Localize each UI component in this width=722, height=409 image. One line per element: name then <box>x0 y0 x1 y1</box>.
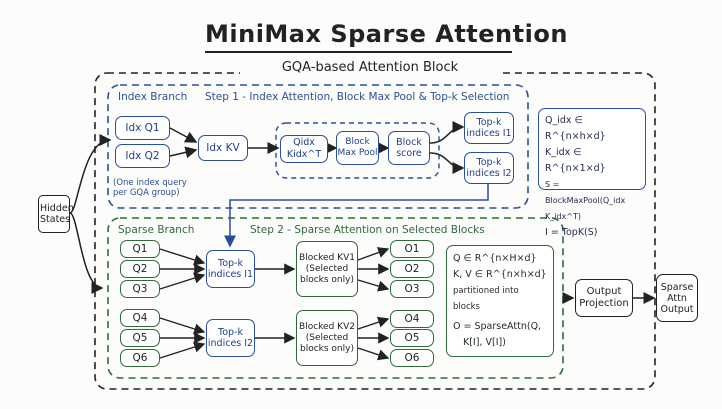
output-label: O3 <box>404 283 420 295</box>
sparse-topk1-box: Top-k indices I1 <box>206 250 255 288</box>
sparse-topk2-label: Top-k indices I2 <box>207 327 254 349</box>
output-box-o6: O6 <box>390 349 434 367</box>
blocked-kv2-box: Blocked KV2 (Selected blocks only) <box>296 310 358 366</box>
idx-q1-label: Idx Q1 <box>125 122 160 134</box>
index-topk1-label: Top-k indices I1 <box>466 117 512 139</box>
idx-q1-box: Idx Q1 <box>115 116 170 140</box>
sparse-math-line: Q ∈ R^{n×H×d} <box>453 253 537 264</box>
query-label: Q5 <box>132 332 148 344</box>
index-math-line: S = BlockMaxPool(Q_idx K_idx^T) <box>545 180 626 221</box>
query-label: Q4 <box>132 312 148 324</box>
hidden-states-box: Hidden States <box>38 195 74 233</box>
output-box-o3: O3 <box>390 280 434 298</box>
blocked-kv2-label: Blocked KV2 (Selected blocks only) <box>299 321 355 354</box>
query-box-q1: Q1 <box>120 240 160 258</box>
step2-label: Step 2 - Sparse Attention on Selected Bl… <box>250 224 485 236</box>
qk-product-label: Qidx Kidx^T <box>286 137 322 160</box>
output-label: O1 <box>404 243 420 255</box>
qk-product-box: Qidx Kidx^T <box>280 135 328 163</box>
query-label: Q1 <box>132 243 148 255</box>
block-score-label: Block score <box>396 137 422 159</box>
index-topk1-box: Top-k indices I1 <box>464 112 514 144</box>
output-box-o1: O1 <box>390 240 434 258</box>
idx-q2-box: Idx Q2 <box>115 144 170 168</box>
query-label: Q6 <box>132 352 148 364</box>
idx-query-note: (One index query per GQA group) <box>113 178 187 198</box>
idx-kv-label: Idx KV <box>206 142 240 154</box>
output-label: O2 <box>404 263 420 275</box>
query-box-q6: Q6 <box>120 349 160 367</box>
index-branch-frame <box>107 84 529 209</box>
block-max-pool-label: Block Max Pool <box>337 137 378 158</box>
output-label: O6 <box>404 352 420 364</box>
query-box-q3: Q3 <box>120 280 160 298</box>
sparse-math-line: partitioned into blocks <box>453 286 519 312</box>
sparse-math-line: K, V ∈ R^{n×h×d} <box>453 269 547 280</box>
hidden-states-label: Hidden States <box>40 203 74 225</box>
block-max-pool-box: Block Max Pool <box>336 131 379 165</box>
index-math-panel: Q_idx ∈ R^{n×h×d} K_idx ∈ R^{n×1×d} S = … <box>538 108 646 238</box>
output-label: O5 <box>404 332 420 344</box>
step1-label: Step 1 - Index Attention, Block Max Pool… <box>205 91 510 103</box>
sparse-math-line: K[I], V[I]) <box>463 337 506 348</box>
index-math-line: Q_idx ∈ R^{n×h×d} <box>545 115 606 142</box>
sparse-math-line: O = SparseAttn(Q, <box>453 321 542 332</box>
query-label: Q3 <box>132 283 148 295</box>
index-math-line: I = TopK(S) <box>545 227 598 238</box>
query-box-q5: Q5 <box>120 329 160 347</box>
query-box-q2: Q2 <box>120 260 160 278</box>
idx-q2-label: Idx Q2 <box>125 150 160 162</box>
sparse-topk1-label: Top-k indices I1 <box>207 258 254 280</box>
output-projection-label: Output Projection <box>579 286 629 309</box>
index-math-line: K_idx ∈ R^{n×1×d} <box>545 147 606 174</box>
index-inner-frame <box>275 122 440 179</box>
sparse-attn-output-box: Sparse Attn Output <box>656 274 698 322</box>
idx-kv-box: Idx KV <box>198 135 248 161</box>
query-box-q4: Q4 <box>120 309 160 327</box>
diagram-title: MiniMax Sparse Attention <box>205 20 568 48</box>
blocked-kv1-box: Blocked KV1 (Selected blocks only) <box>296 241 358 297</box>
gqa-block-label: GQA-based Attention Block <box>240 60 500 75</box>
output-box-o2: O2 <box>390 260 434 278</box>
sparse-math-panel: Q ∈ R^{n×H×d} K, V ∈ R^{n×h×d} partition… <box>446 245 554 357</box>
query-label: Q2 <box>132 263 148 275</box>
sparse-branch-label: Sparse Branch <box>118 224 195 236</box>
sparse-attn-output-label: Sparse Attn Output <box>660 281 694 315</box>
block-score-box: Block score <box>388 131 430 165</box>
index-branch-label: Index Branch <box>118 91 188 103</box>
output-box-o5: O5 <box>390 329 434 347</box>
output-projection-box: Output Projection <box>575 279 633 317</box>
output-label: O4 <box>404 313 420 325</box>
blocked-kv1-label: Blocked KV1 (Selected blocks only) <box>299 252 355 285</box>
sparse-topk2-box: Top-k indices I2 <box>206 319 255 357</box>
index-topk2-label: Top-k indices I2 <box>466 157 512 179</box>
index-topk2-box: Top-k indices I2 <box>464 152 514 184</box>
output-box-o4: O4 <box>390 310 434 328</box>
